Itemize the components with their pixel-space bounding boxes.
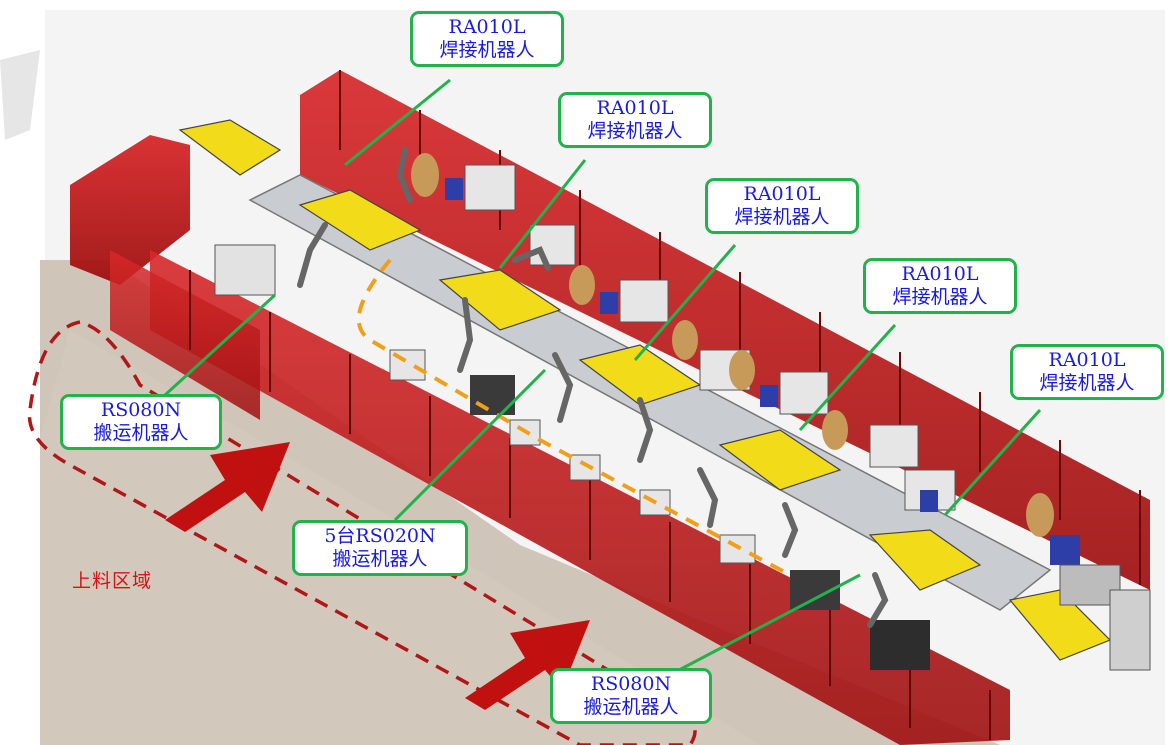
weld-robot-label-3: RA010L 焊接机器人: [705, 178, 859, 234]
loading-zone-outline: [27, 320, 697, 745]
robot-model: RA010L: [596, 97, 674, 119]
weld-robot-label-2: RA010L 焊接机器人: [558, 92, 712, 148]
robot-model: RA010L: [1048, 349, 1126, 371]
weld-stations: [411, 153, 1151, 671]
loading-arrow-1: [165, 442, 290, 532]
front-fence-left: [110, 250, 260, 420]
robot-model: RS080N: [590, 673, 672, 695]
transfer-robot-label-mid: 5台RS020N 搬运机器人: [292, 520, 468, 576]
transfer-robot-label-right: RS080N 搬运机器人: [550, 668, 712, 724]
leader-lines: [163, 78, 1042, 682]
robot-model: RA010L: [901, 263, 979, 285]
robot-arms: [297, 147, 889, 628]
robot-model: 5台RS020N: [324, 525, 436, 547]
robot-model: RA010L: [448, 16, 526, 38]
weld-robot-label-5: RA010L 焊接机器人: [1010, 344, 1164, 400]
weld-robot-label-4: RA010L 焊接机器人: [863, 258, 1017, 314]
robot-desc: 焊接机器人: [892, 286, 988, 308]
weld-robot-label-1: RA010L 焊接机器人: [410, 11, 564, 67]
watermark-mark: [0, 50, 40, 140]
front-fence: [150, 250, 1010, 745]
transfer-robot-label-left: RS080N 搬运机器人: [60, 394, 222, 450]
robot-desc: 焊接机器人: [439, 39, 535, 61]
robot-model: RS080N: [100, 399, 182, 421]
front-fence-posts: [189, 270, 991, 740]
left-end-fence: [70, 135, 190, 285]
loading-zone-label: 上料区域: [72, 570, 153, 592]
robot-desc: 搬运机器人: [93, 422, 189, 444]
robot-desc: 搬运机器人: [583, 696, 679, 718]
robot-desc: 焊接机器人: [1039, 372, 1135, 394]
robot-desc: 焊接机器人: [587, 120, 683, 142]
robot-model: RA010L: [743, 183, 821, 205]
robot-desc: 焊接机器人: [734, 206, 830, 228]
conveyor-tables: [178, 119, 1112, 661]
robot-desc: 搬运机器人: [332, 548, 428, 570]
loading-arrow-2: [465, 620, 590, 710]
